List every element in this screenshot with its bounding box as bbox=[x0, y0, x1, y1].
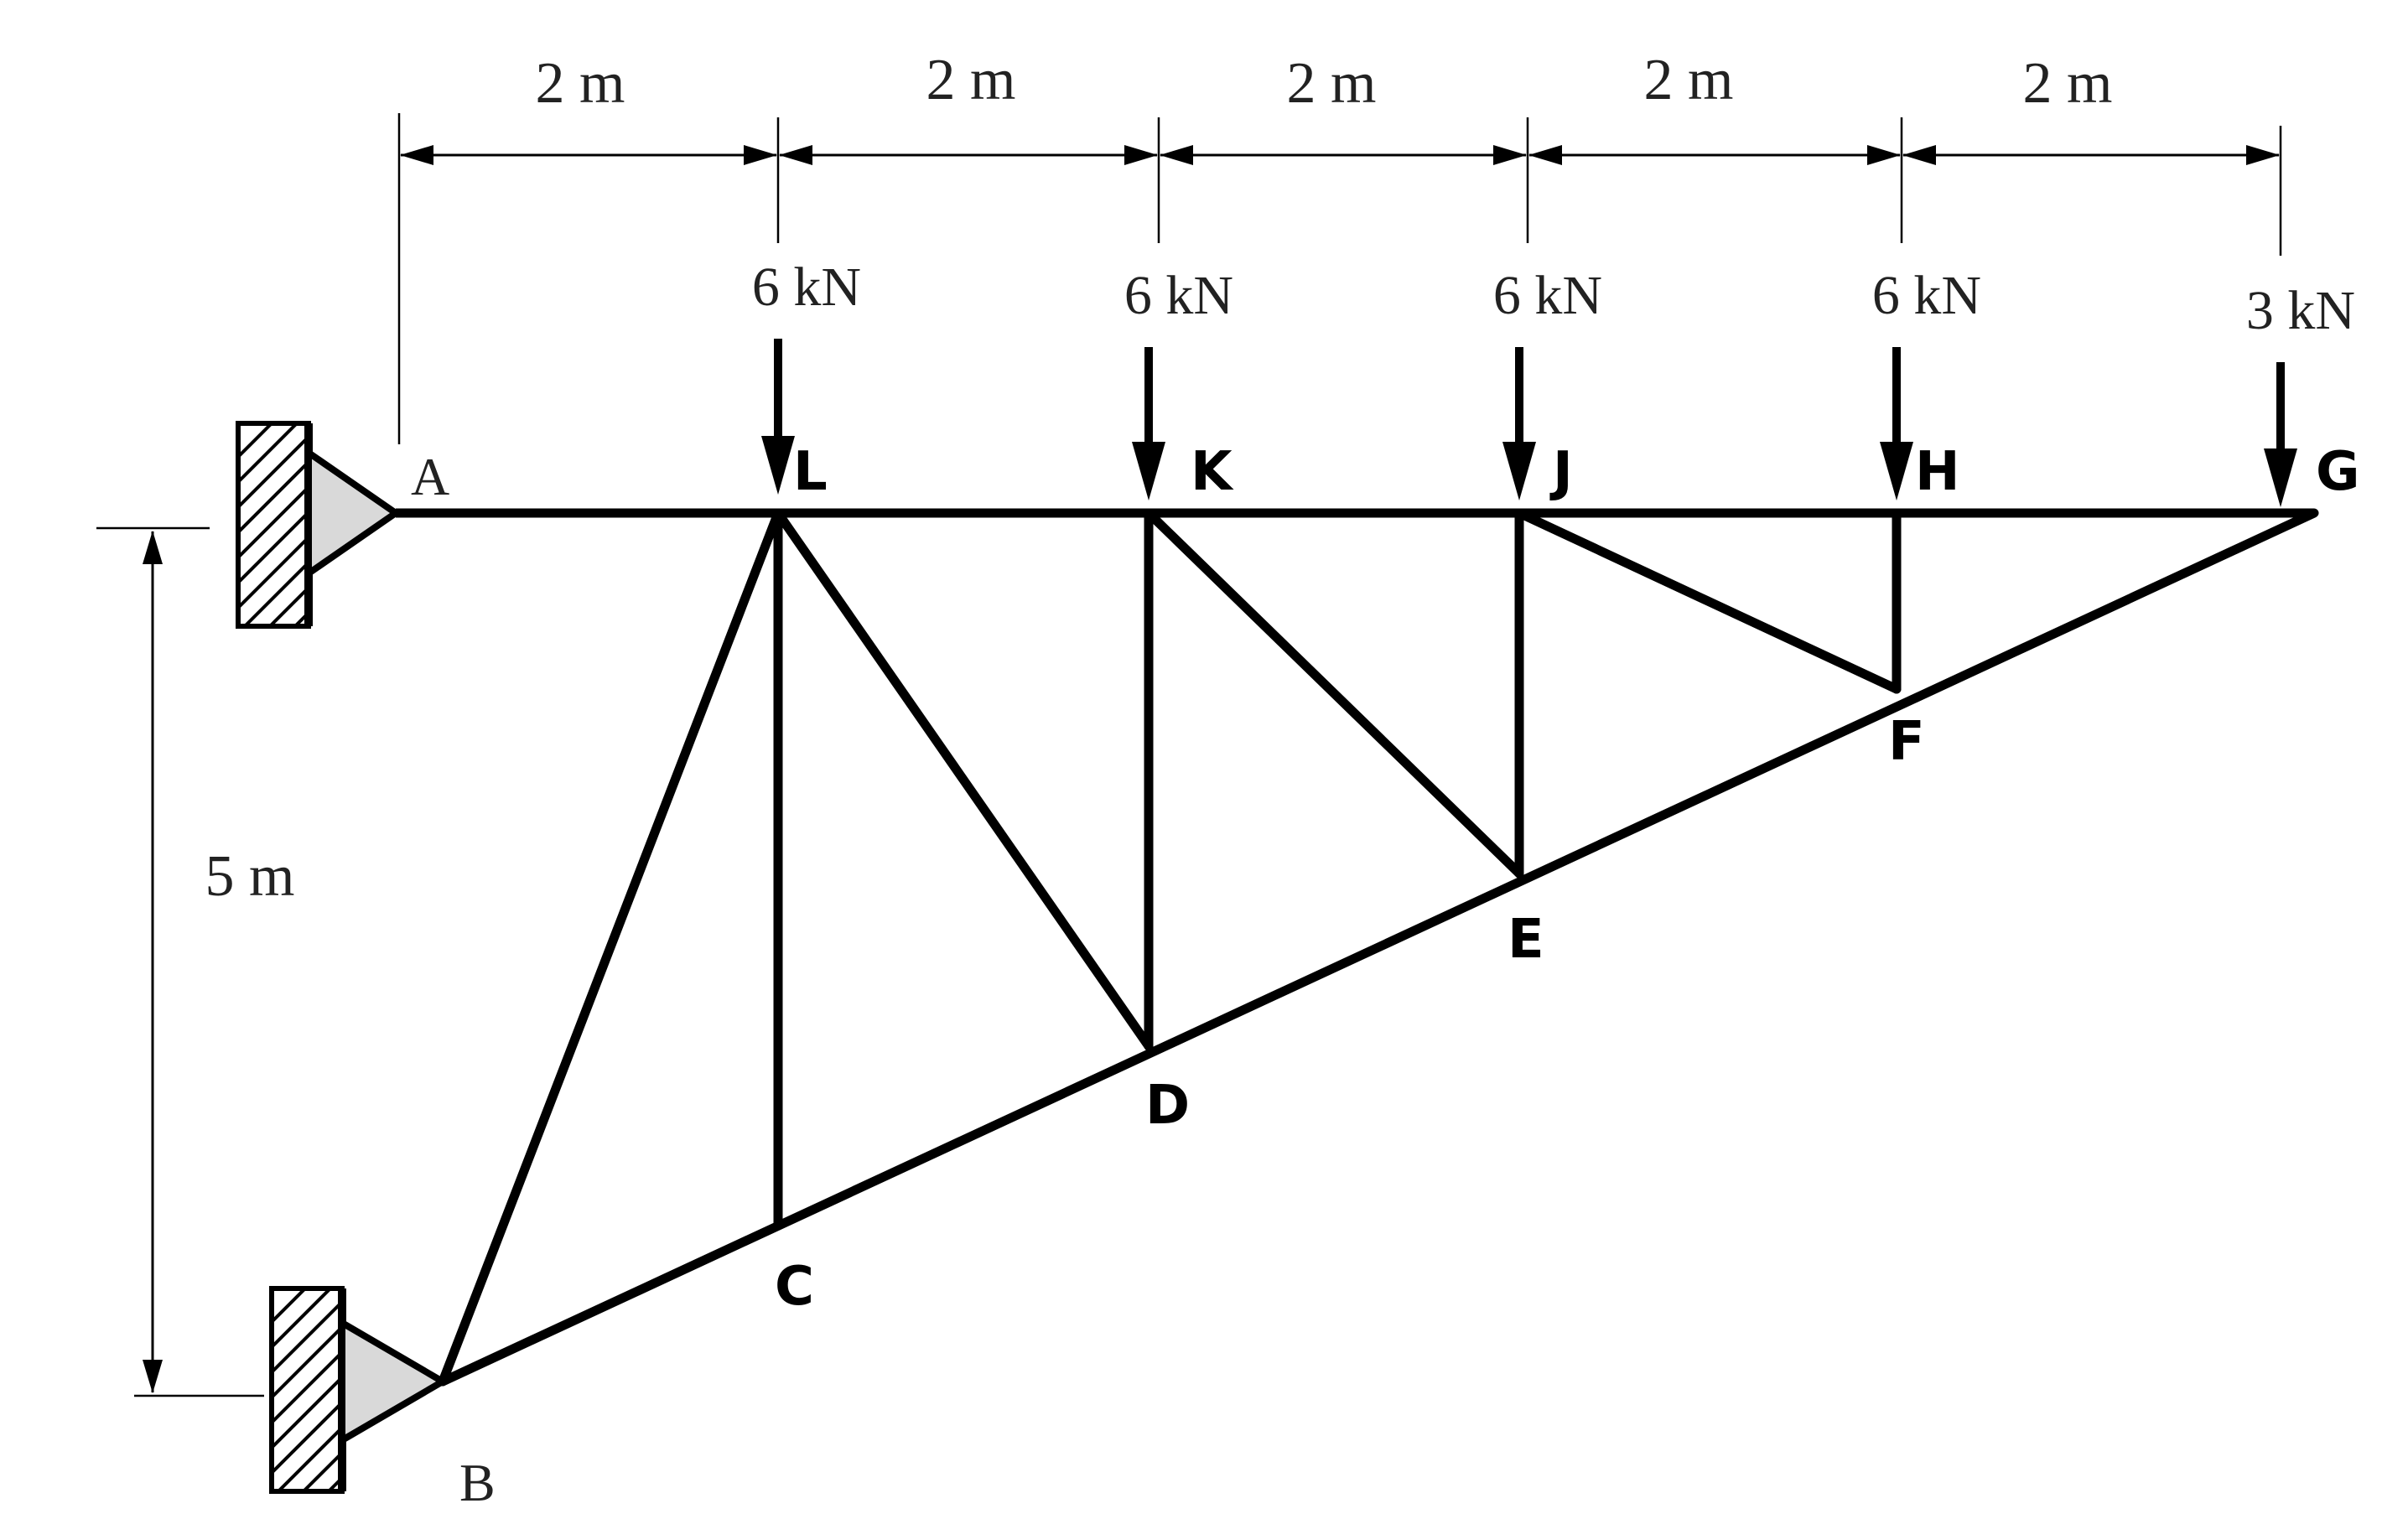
load-label-j: 6 kN bbox=[1493, 265, 1602, 326]
load-l: 6 kN bbox=[752, 257, 861, 495]
node-label-j: J bbox=[1549, 441, 1573, 503]
dim-label-4: 2 m bbox=[1644, 48, 1734, 112]
support-b-hatch bbox=[272, 1288, 342, 1491]
support-b-pin bbox=[339, 1317, 449, 1446]
node-label-f: F bbox=[1888, 711, 1925, 773]
member-jf bbox=[1514, 508, 1902, 694]
dim-label-vertical: 5 m bbox=[205, 844, 295, 909]
load-arrow-g bbox=[2264, 448, 2297, 507]
support-a bbox=[236, 421, 402, 629]
load-h: 6 kN bbox=[1872, 265, 1981, 500]
load-arrow-k bbox=[1132, 442, 1165, 500]
node-label-l: L bbox=[793, 441, 828, 503]
member-ke bbox=[1144, 508, 1524, 879]
dim-label-3: 2 m bbox=[1287, 51, 1377, 116]
horizontal-dimensions: 2 m 2 m 2 m 2 m 2 m bbox=[397, 48, 2282, 444]
dim-label-1: 2 m bbox=[536, 51, 625, 116]
node-labels: A B C D E F G H J K L bbox=[411, 441, 2360, 1512]
support-a-pin bbox=[305, 446, 402, 580]
node-label-c: C bbox=[775, 1256, 814, 1318]
load-label-k: 6 kN bbox=[1124, 265, 1233, 326]
node-label-d: D bbox=[1145, 1075, 1190, 1137]
load-arrow-h bbox=[1880, 442, 1913, 500]
load-label-g: 3 kN bbox=[2246, 280, 2355, 341]
support-b bbox=[269, 1286, 449, 1494]
dim-label-5: 2 m bbox=[2023, 51, 2113, 116]
load-arrow-l bbox=[761, 436, 795, 495]
vertical-dimension: 5 m bbox=[96, 526, 295, 1397]
load-label-h: 6 kN bbox=[1872, 265, 1981, 326]
dim-label-2: 2 m bbox=[926, 48, 1016, 112]
member-ld bbox=[773, 508, 1154, 1051]
node-label-k: K bbox=[1191, 441, 1234, 503]
member-bg bbox=[438, 508, 2319, 1387]
node-label-a: A bbox=[411, 447, 449, 506]
load-arrow-j bbox=[1502, 442, 1536, 500]
node-label-b: B bbox=[459, 1453, 496, 1512]
load-k: 6 kN bbox=[1124, 265, 1233, 500]
node-label-h: H bbox=[1915, 441, 1960, 503]
load-label-l: 6 kN bbox=[752, 257, 861, 318]
support-a-hatch bbox=[238, 423, 309, 626]
loads: 6 kN 6 kN 6 kN 6 kN 3 kN bbox=[752, 257, 2355, 507]
node-label-g: G bbox=[2316, 441, 2360, 503]
load-g: 3 kN bbox=[2246, 280, 2355, 507]
member-bl bbox=[438, 508, 783, 1387]
node-label-e: E bbox=[1508, 909, 1544, 971]
truss-members bbox=[396, 508, 2319, 1387]
load-j: 6 kN bbox=[1493, 265, 1602, 500]
